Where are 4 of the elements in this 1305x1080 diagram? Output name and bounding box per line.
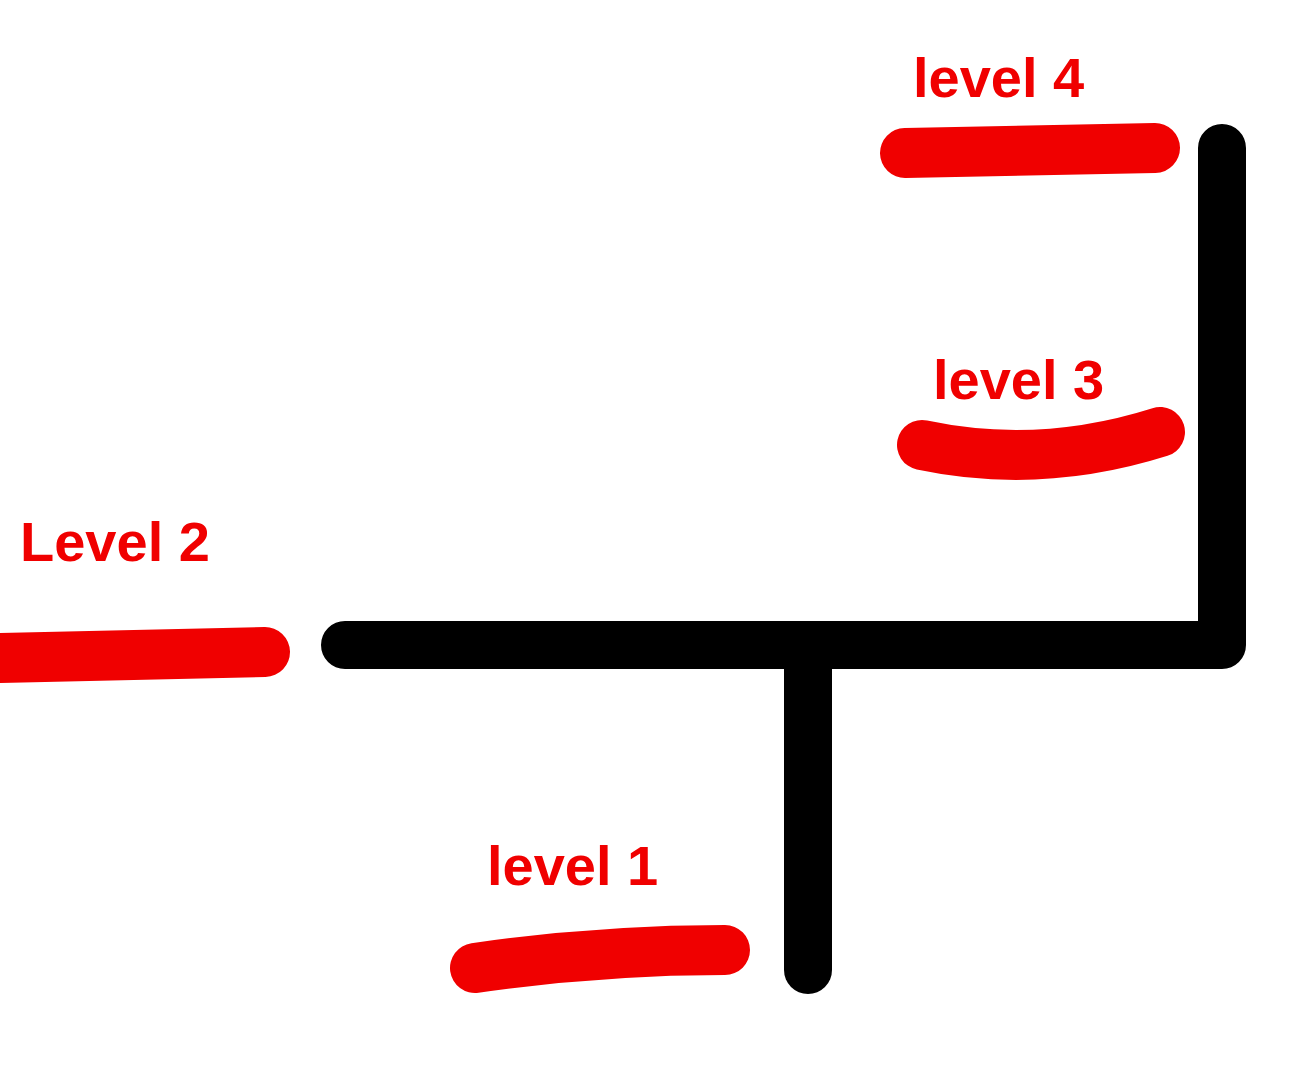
- level-label: Level 2: [20, 514, 210, 570]
- level-label: level 4: [913, 50, 1085, 106]
- level-label: level 3: [933, 352, 1105, 408]
- level-label: level 1: [487, 838, 659, 894]
